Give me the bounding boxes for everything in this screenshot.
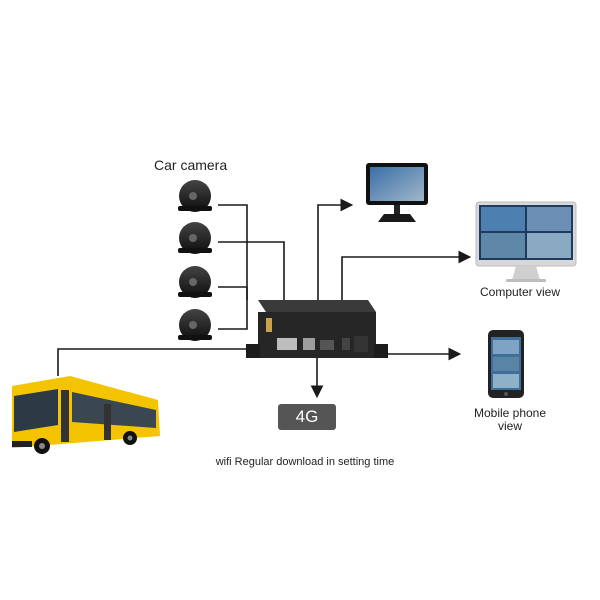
camera-2 [178, 222, 212, 254]
camera-1-line [218, 204, 248, 300]
bus [12, 376, 160, 454]
mobile-label-line-1: Mobile phone [473, 406, 547, 420]
mobile-label-line-2: view [497, 419, 522, 433]
monitor-line [317, 198, 354, 300]
camera-3 [178, 266, 212, 298]
camera-4 [178, 309, 212, 341]
camera-4-line [218, 287, 248, 330]
computer-monitor [475, 201, 577, 282]
camera-2-line [218, 241, 285, 300]
computer-line [341, 250, 472, 300]
car-camera-label: Car camera [154, 157, 228, 173]
connection-lines [57, 198, 472, 399]
mobile-phone [488, 330, 524, 398]
mobile-dvr [246, 300, 388, 358]
network-badge: 4G [278, 404, 336, 430]
car-monitor [366, 163, 428, 222]
mobile-phone-view-label: Mobile phone view [455, 407, 565, 433]
bus-line [57, 348, 255, 376]
camera-1 [178, 180, 212, 212]
wifi-note: wifi Regular download in setting time [215, 456, 395, 468]
computer-view-label: Computer view [479, 285, 561, 299]
